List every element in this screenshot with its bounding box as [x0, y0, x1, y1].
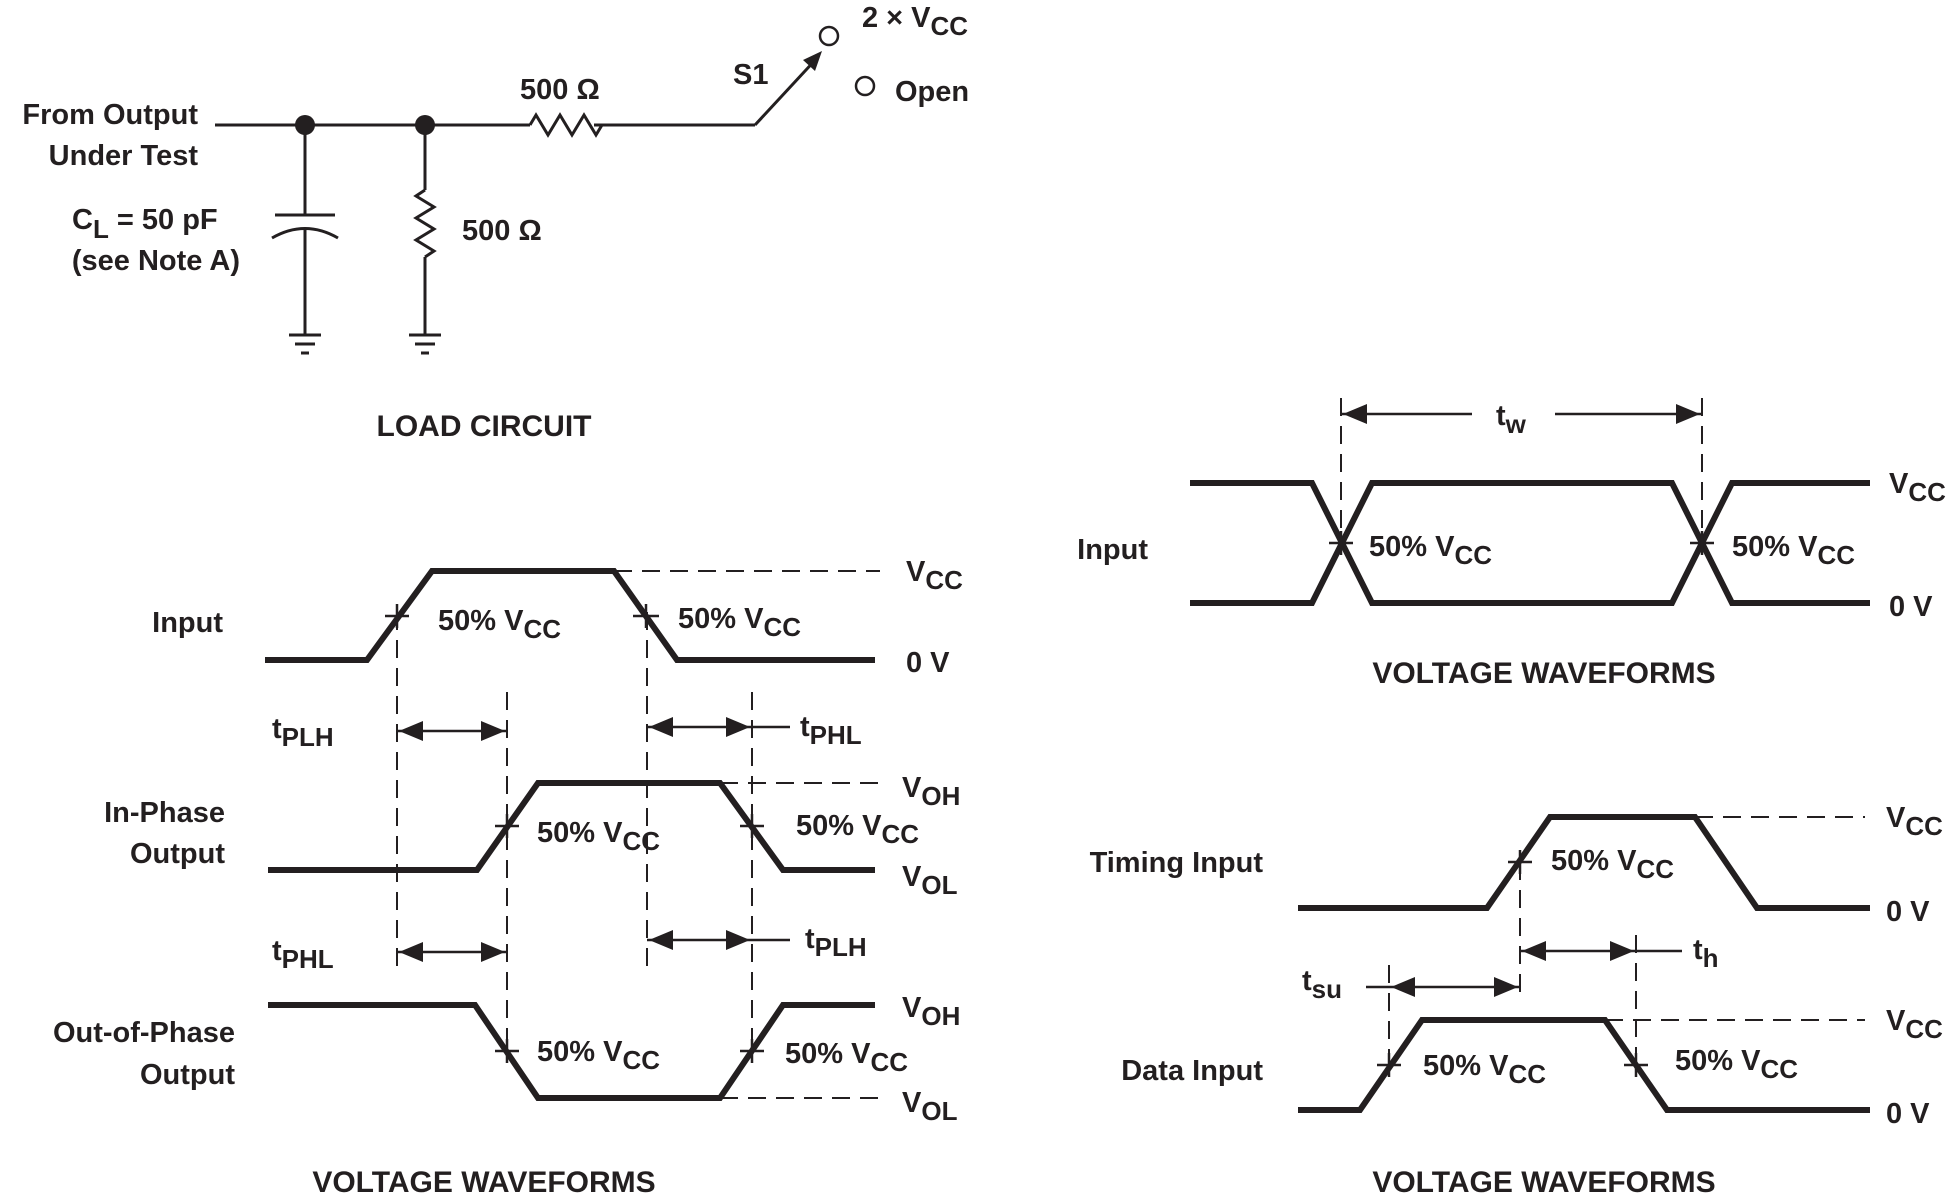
tplh-arrow-top — [397, 721, 507, 741]
input-waveform — [265, 568, 875, 663]
outphase-label-line2: Output — [140, 1059, 235, 1091]
timing-input-label: Timing Input — [1090, 847, 1264, 879]
zero-v-label: 0 V — [1886, 896, 1930, 928]
load-circuit-caption: LOAD CIRCUIT — [377, 410, 592, 443]
tplh-arrow-bottom — [647, 930, 790, 950]
crossing-ticks — [1377, 850, 1648, 1077]
tphl-label: tPHL — [800, 711, 862, 750]
switch-name: S1 — [733, 59, 768, 91]
ground-symbol — [407, 333, 443, 355]
outphase-label-line1: Out-of-Phase — [53, 1017, 235, 1049]
data-input-label: Data Input — [1121, 1055, 1263, 1087]
inphase-label-line1: In-Phase — [104, 797, 225, 829]
th-arrow — [1520, 941, 1682, 961]
tphl-arrow-bottom — [397, 942, 507, 962]
tphl-label: tPHL — [272, 935, 334, 974]
th-label: th — [1693, 934, 1719, 973]
vol-label: VOL — [902, 861, 958, 900]
voh-label: VOH — [902, 992, 960, 1031]
pulse-width-waveforms: Input tw 50% VCC 50% VCC VCC 0 V VOLTAGE… — [1077, 398, 1946, 690]
switch-terminal-2vcc — [818, 25, 840, 47]
pw-input-label: Input — [1077, 534, 1148, 566]
inphase-label-line2: Output — [130, 838, 225, 870]
ground-symbol — [287, 333, 323, 355]
vcc-label: VCC — [1886, 802, 1943, 841]
tw-label: tw — [1496, 400, 1527, 439]
pct-label: 50% VCC — [438, 605, 561, 644]
tplh-label: tPLH — [805, 923, 867, 962]
switch-terminal-open — [854, 75, 876, 97]
tplh-label: tPLH — [272, 713, 334, 752]
voh-label: VOH — [902, 772, 960, 811]
tsu-label: tsu — [1302, 965, 1342, 1004]
pct-label: 50% VCC — [785, 1038, 908, 1077]
load-circuit: From Output Under Test CL = 50 pF (see N… — [22, 2, 969, 443]
vcc-label: VCC — [1889, 468, 1946, 507]
pct-label: 50% VCC — [796, 810, 919, 849]
setup-hold-caption: VOLTAGE WAVEFORMS — [1372, 1166, 1715, 1194]
switch-pos1-label: 2 × VCC — [862, 2, 968, 41]
crossing-ticks — [1329, 531, 1714, 555]
timing-input-waveform — [1298, 814, 1870, 911]
outphase-waveform — [268, 1002, 875, 1101]
pct-label: 50% VCC — [537, 1036, 660, 1075]
source-label-line2: Under Test — [49, 140, 199, 172]
propagation-waveforms: Input In-Phase Output Out-of-Phase Outpu… — [53, 556, 963, 1194]
vol-label: VOL — [902, 1087, 958, 1126]
pct-label: 50% VCC — [1675, 1045, 1798, 1084]
tw-arrow — [1341, 404, 1702, 424]
shunt-resistor-label: 500 Ω — [462, 215, 542, 247]
propagation-caption: VOLTAGE WAVEFORMS — [312, 1166, 655, 1194]
tphl-arrow-top — [647, 717, 790, 737]
series-resistor-label: 500 Ω — [520, 74, 600, 106]
switch-arrow — [803, 51, 822, 71]
pct-label: 50% VCC — [1423, 1050, 1546, 1089]
inphase-waveform — [268, 780, 875, 873]
vcc-label: VCC — [906, 556, 963, 595]
zero-v-label: 0 V — [1886, 1098, 1930, 1130]
zero-v-label: 0 V — [906, 647, 950, 679]
source-label-line1: From Output — [22, 99, 198, 131]
pct-label: 50% VCC — [537, 817, 660, 856]
pct-label: 50% VCC — [1551, 845, 1674, 884]
setup-hold-waveforms: Timing Input Data Input th tsu 50% VCC — [1090, 802, 1944, 1194]
series-resistor — [528, 112, 604, 138]
pct-label: 50% VCC — [678, 603, 801, 642]
pct-label: 50% VCC — [1369, 531, 1492, 570]
pct-label: 50% VCC — [1732, 531, 1855, 570]
input-label: Input — [152, 607, 223, 639]
vcc-label: VCC — [1886, 1005, 1943, 1044]
zero-v-label: 0 V — [1889, 591, 1933, 623]
pulse-width-caption: VOLTAGE WAVEFORMS — [1372, 657, 1715, 690]
pulse-waveform-lower — [1190, 480, 1870, 606]
switch-pos2-label: Open — [895, 76, 969, 108]
cap-label: CL = 50 pF — [72, 204, 218, 244]
switch-arm — [753, 55, 820, 127]
tsu-arrow — [1366, 977, 1520, 997]
pulse-waveform-upper — [1190, 480, 1870, 606]
crossing-ticks — [385, 604, 764, 1063]
shunt-resistor — [413, 188, 437, 259]
cap-note: (see Note A) — [72, 245, 240, 277]
data-input-waveform — [1298, 1017, 1870, 1113]
